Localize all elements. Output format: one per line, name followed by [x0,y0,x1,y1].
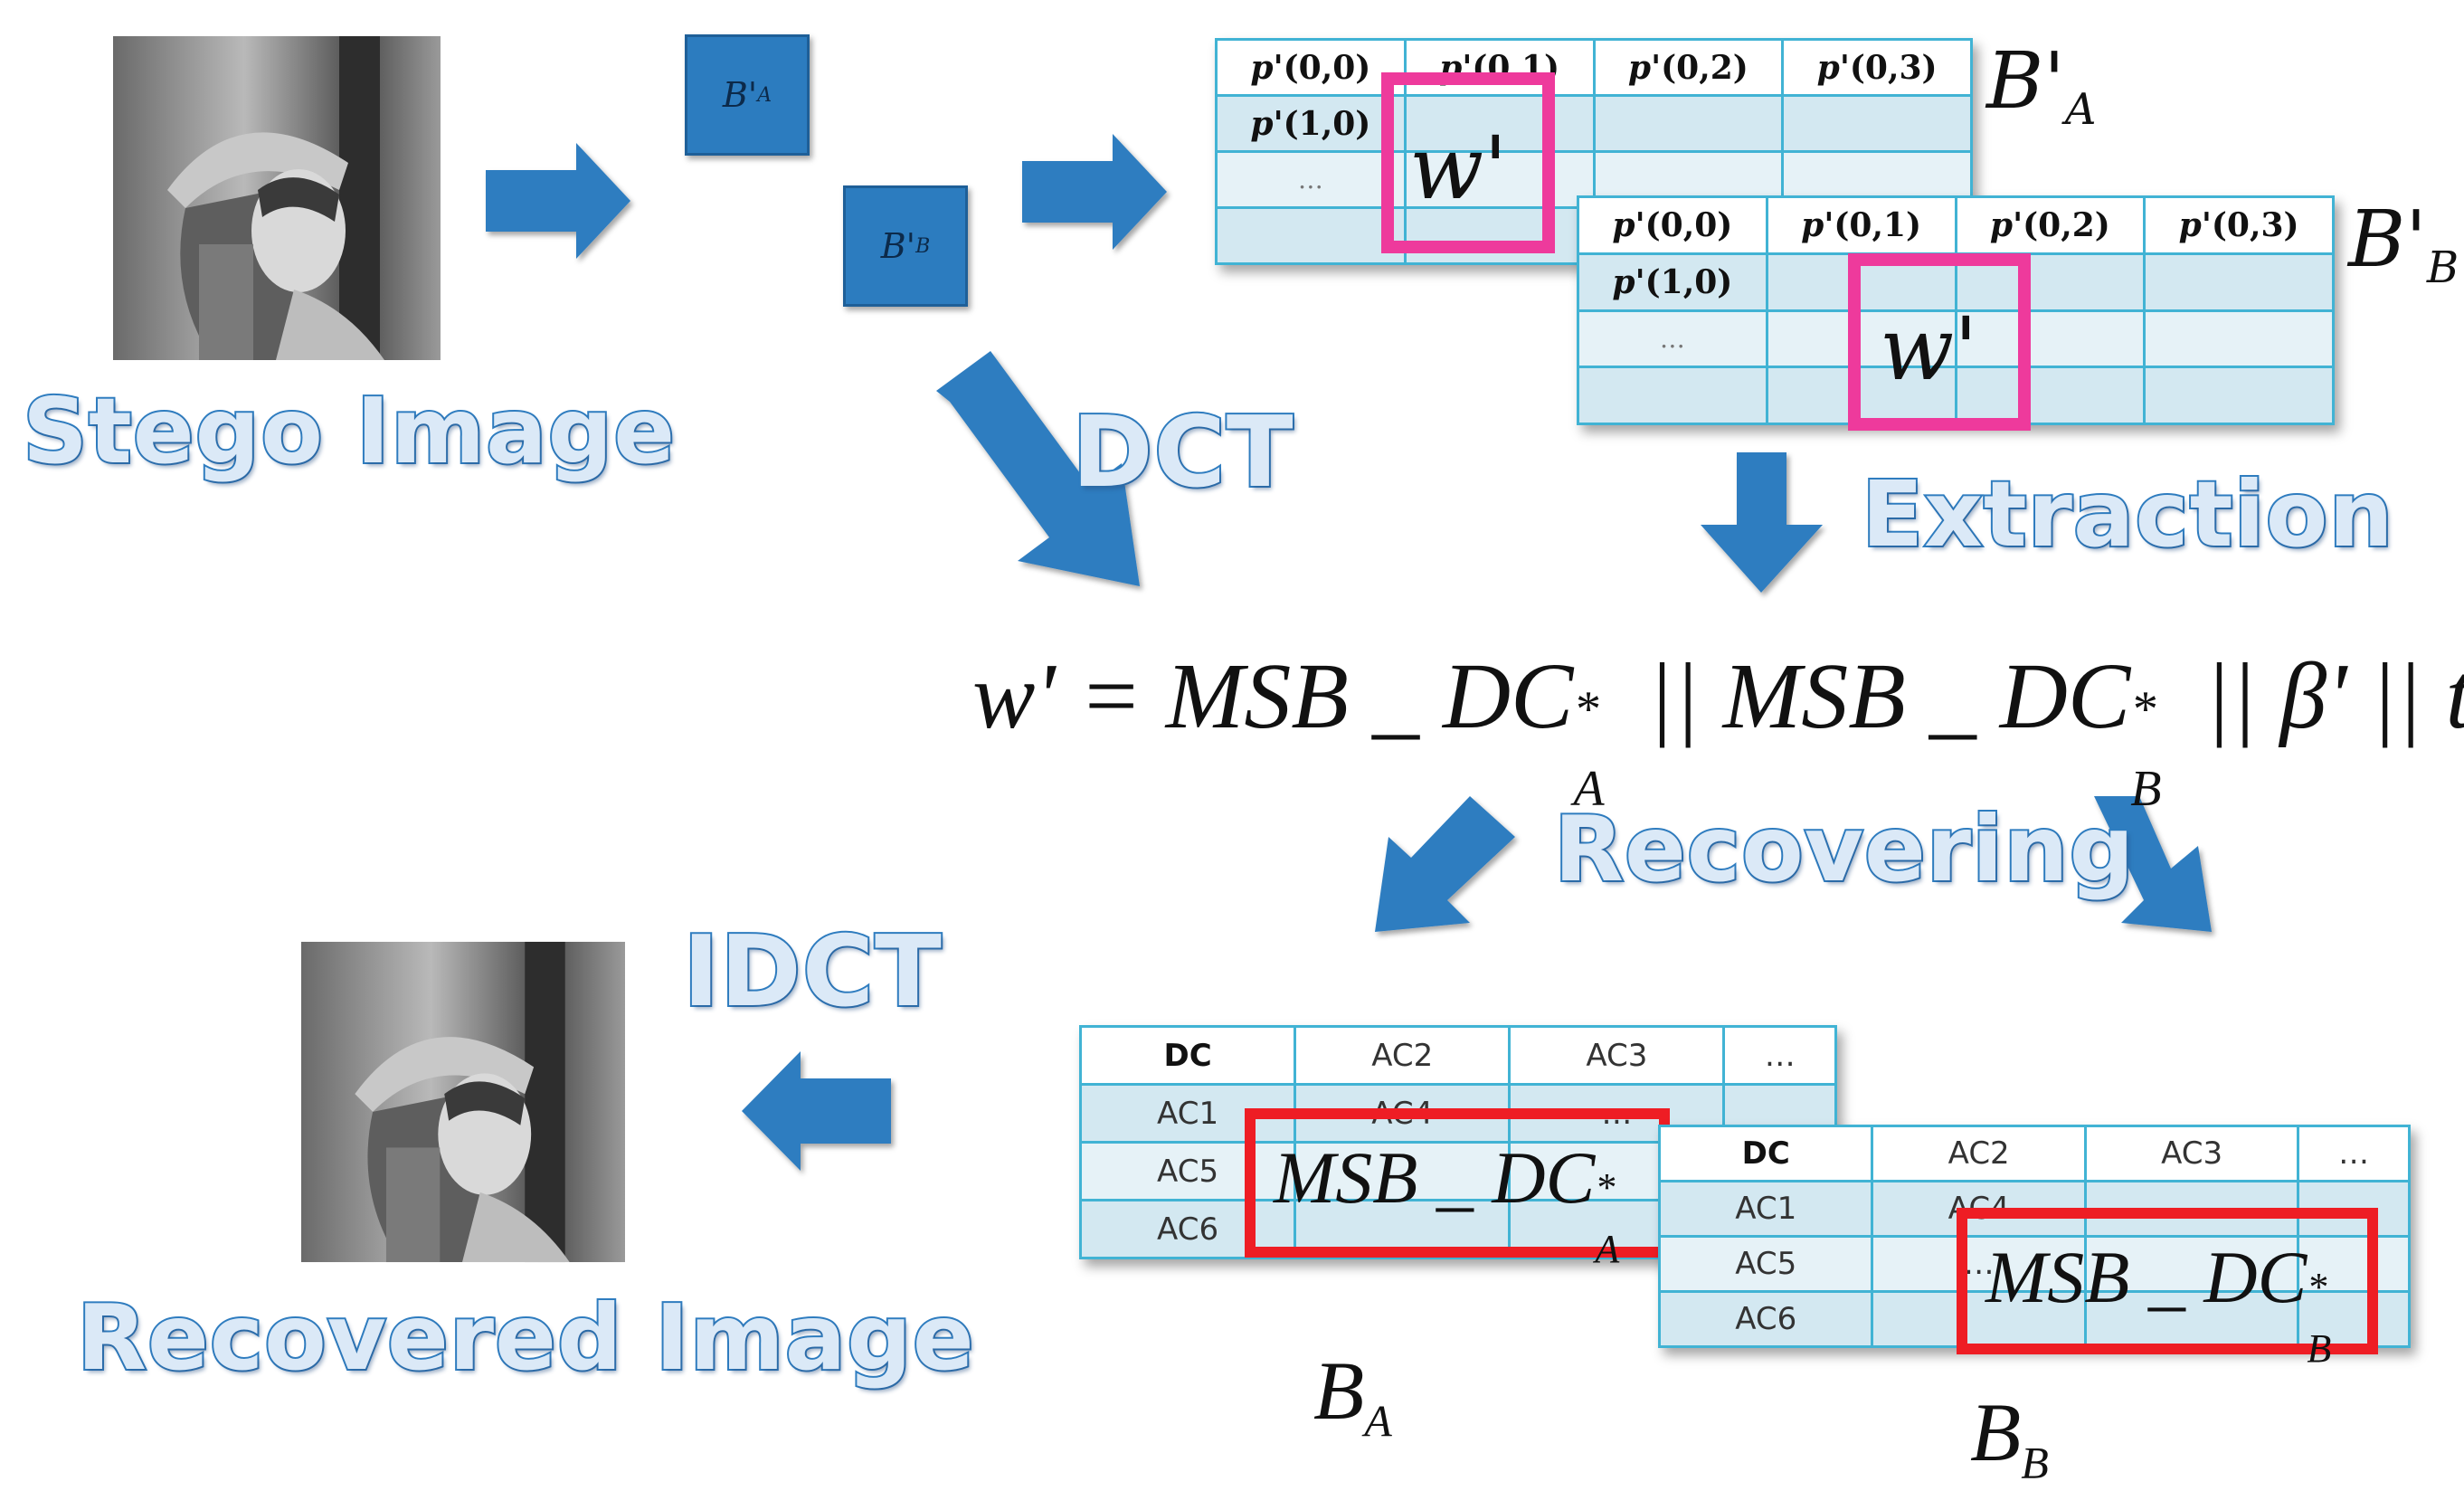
block-b-prime-b: B'B [843,185,968,307]
cell: … [1871,1235,2087,1293]
cell: AC2 [1871,1125,2087,1182]
cell [2143,252,2335,312]
cell [1403,206,1596,265]
idct-label: IDCT [681,914,943,1030]
watermark-a: w' [1409,118,1508,219]
cell: AC5 [1657,1235,1874,1293]
cell: AC6 [1657,1290,1874,1348]
cell [1781,94,1973,153]
arrow-recover-left [1375,796,1515,932]
cell: p'(1,0) [1215,94,1407,153]
table-a-label: B'A [1986,36,2097,136]
cell: DC [1078,1025,1297,1086]
cell [1215,206,1407,265]
arrow-idct [742,1051,891,1171]
cell: … [1215,150,1407,209]
cell [1954,366,2147,425]
cell: DC [1657,1125,1874,1182]
cell [2143,366,2335,425]
cell: p'(1,0) [1577,252,1768,312]
arrow-recover-right [2094,796,2212,932]
block-b-sub: B [915,234,931,258]
cell: AC3 [1508,1025,1726,1086]
cell [2297,1290,2411,1348]
coeff-table-b-label: BB [1970,1386,2049,1488]
msb-dc-highlight-b [1957,1208,2378,1354]
coeff-table-b: DC AC2 AC3 … AC1 AC4 AC5 … AC6 [1657,1125,2411,1348]
watermark-highlight-a [1381,72,1555,253]
cell [2083,1290,2300,1348]
cell [2297,1235,2411,1293]
cell [1403,150,1596,209]
cell [1577,366,1768,425]
cell: p'(0,1) [1765,195,1957,255]
watermark-b: w' [1880,299,1978,400]
watermark-highlight-b [1848,253,2031,431]
arrow-right-2 [1022,134,1167,250]
recovering-label: Recovering [1552,794,2136,904]
cell: AC3 [2083,1125,2300,1182]
cell: … [1722,1025,1837,1086]
extraction-label: Extraction [1860,460,2395,569]
arrow-extraction [1701,452,1823,593]
dct-label: DCT [1070,394,1295,511]
cell: AC5 [1078,1141,1297,1201]
cell: p'(0,2) [1954,195,2147,255]
cell [1954,309,2147,369]
block-a-sub: A [757,83,772,107]
cell: p'(0,0) [1577,195,1768,255]
cell [1294,1141,1512,1201]
cell: p'(0,3) [2143,195,2335,255]
watermark-formula: w' = MSB _ DC*A || MSB _ DC*B || β' || t… [972,644,2464,817]
cell: … [2297,1125,2411,1182]
cell: AC2 [1294,1025,1512,1086]
cell: AC1 [1657,1180,1874,1238]
pixel-table-b: p'(0,0) p'(0,1) p'(0,2) p'(0,3) p'(1,0) … [1577,195,2335,425]
arrow-dct [936,351,1140,586]
cell [2143,309,2335,369]
recovered-image-label: Recovered Image [75,1283,976,1392]
cell: p'(0,3) [1781,38,1973,97]
cell: p'(0,0) [1215,38,1407,97]
cell [1403,94,1596,153]
arrow-right-1 [486,143,630,259]
cell [2083,1235,2300,1293]
msb-dc-a: MSB _ DC*A [1274,1136,1620,1271]
stego-image [113,36,441,360]
block-b-prime-a: B'A [685,34,810,156]
coeff-table-a-label: BA [1313,1344,1392,1447]
cell [1592,94,1785,153]
msb-dc-b: MSB _ DC*B [1985,1236,2332,1371]
cell: p'(0,2) [1592,38,1785,97]
cell: … [1577,309,1768,369]
cell [1765,309,1957,369]
stego-image-label: Stego Image [21,376,677,486]
block-a-base: B' [722,75,758,115]
block-b-base: B' [880,226,916,266]
cell [1871,1290,2087,1348]
recovered-image [301,941,625,1263]
table-b-label: B'B [2348,195,2459,294]
